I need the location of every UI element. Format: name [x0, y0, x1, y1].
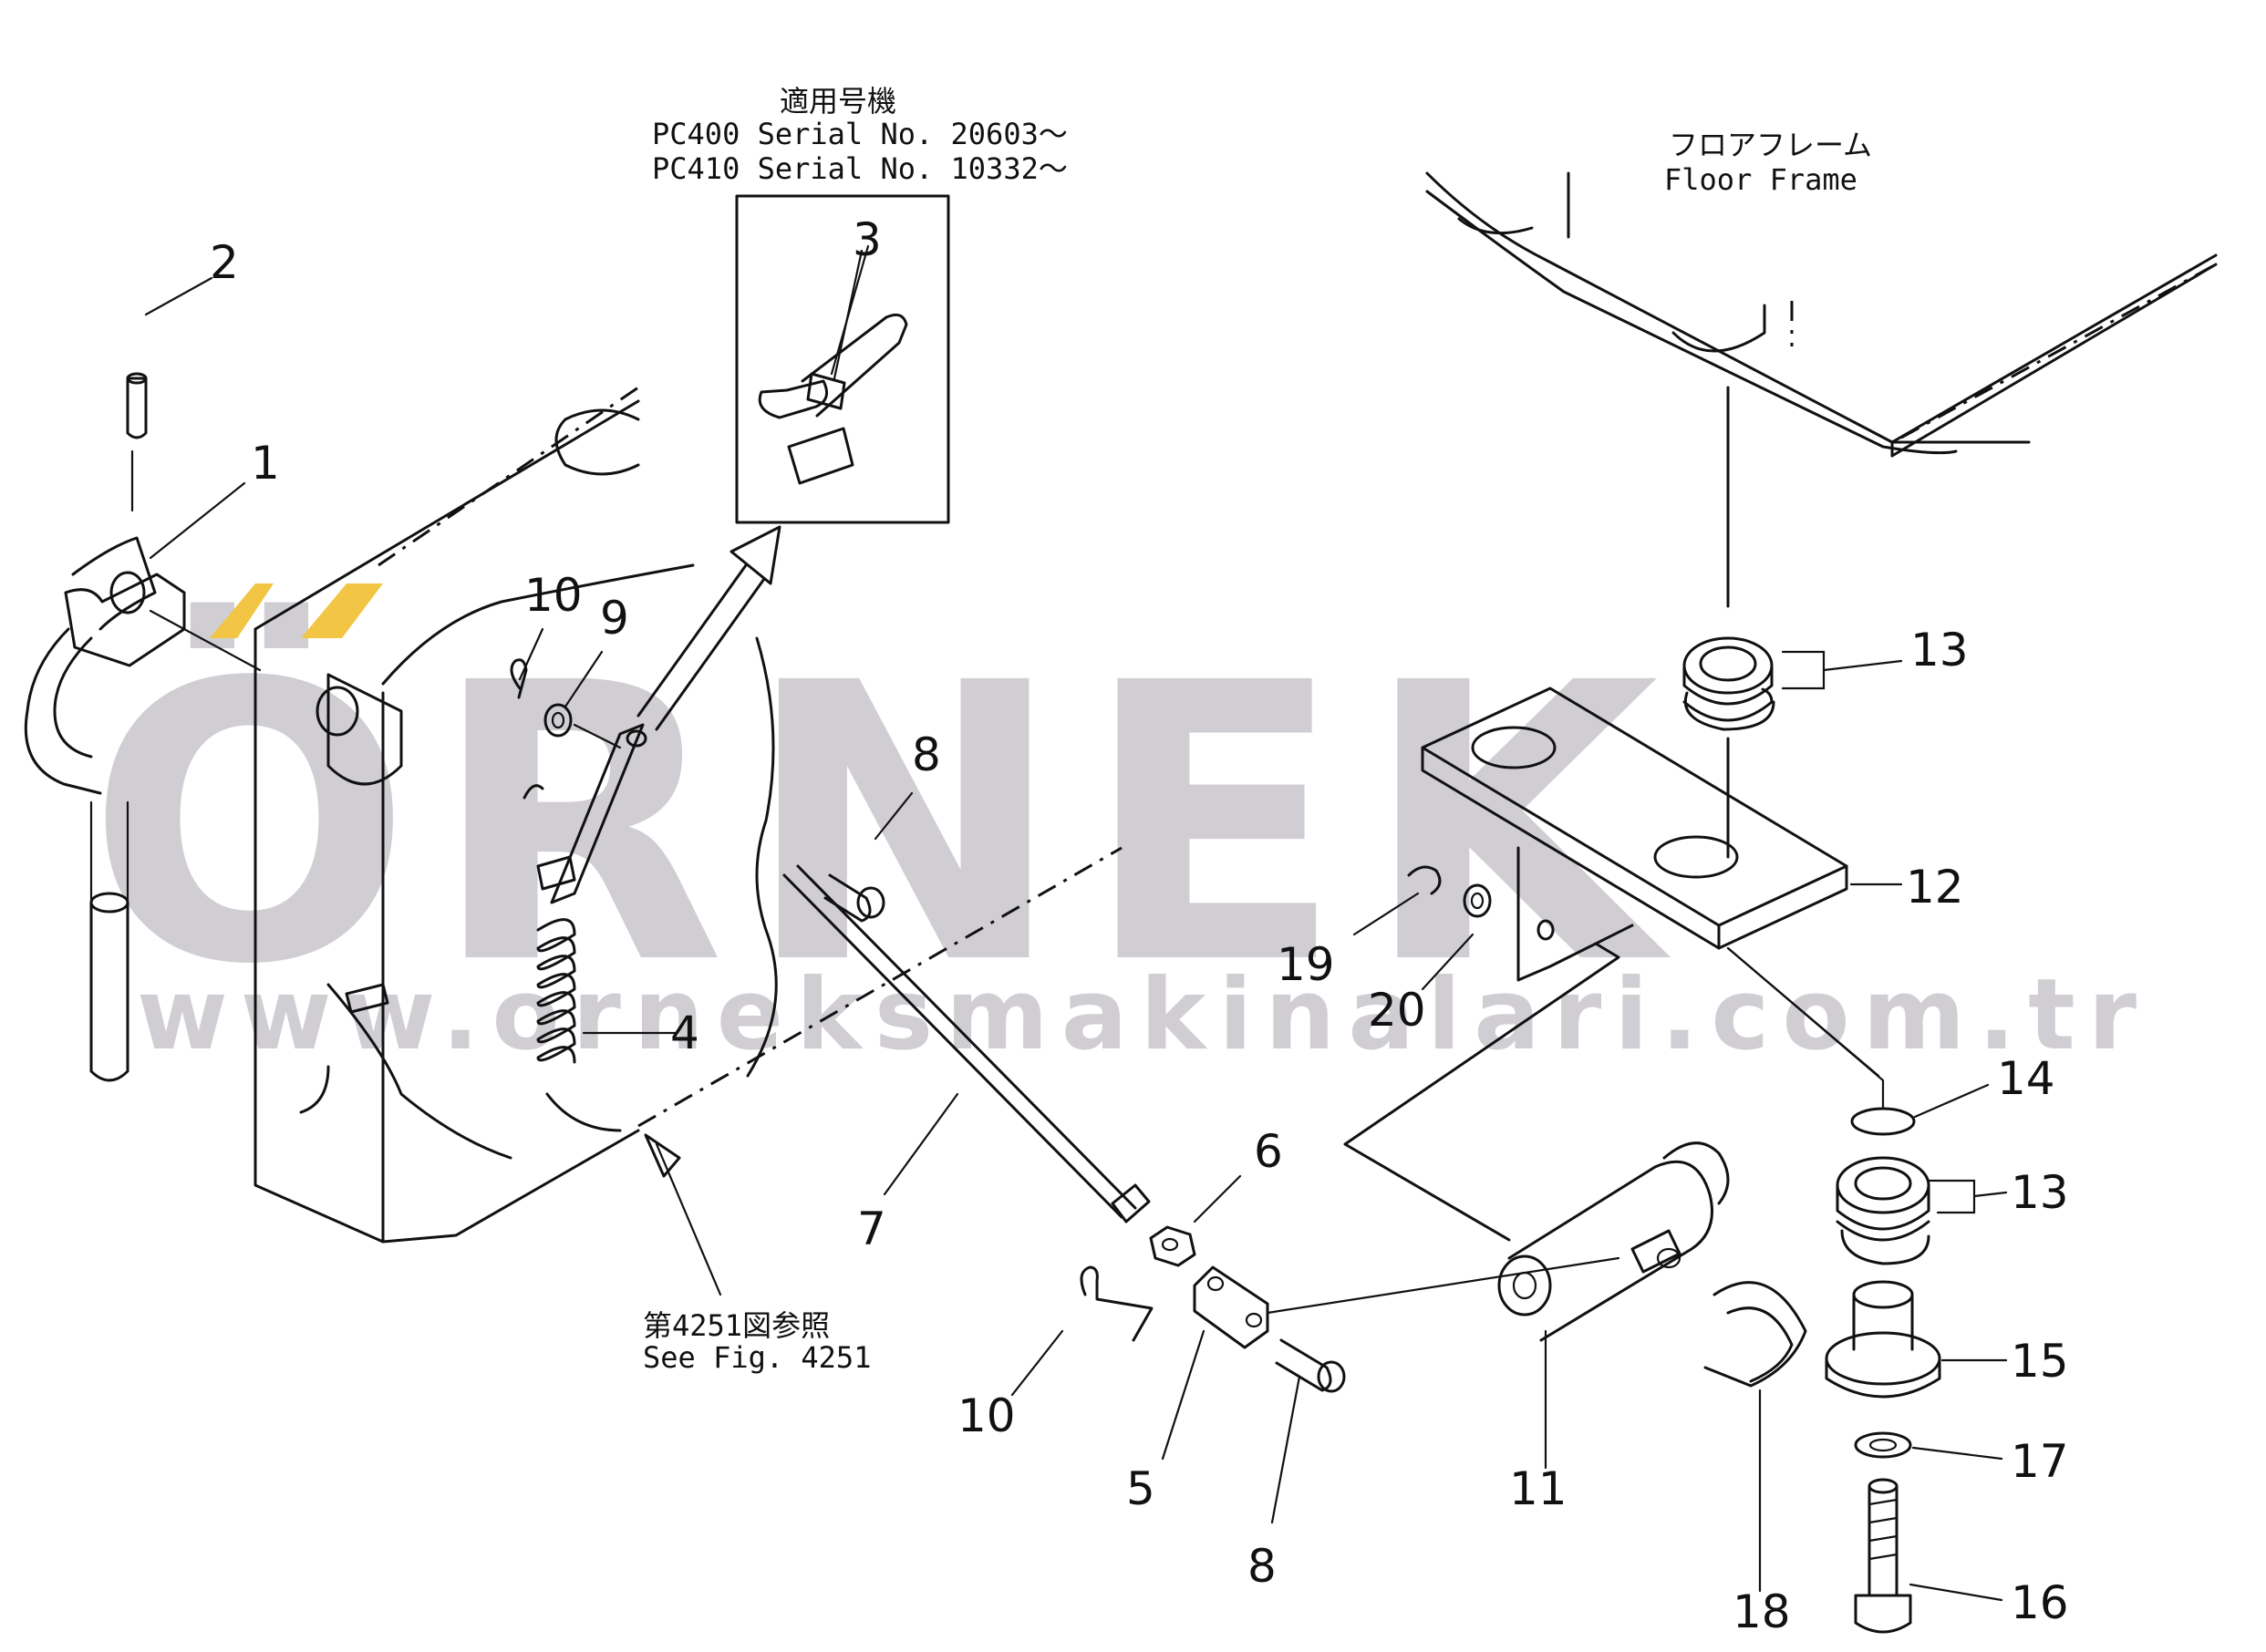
- part-label-14: 14: [1997, 1052, 2055, 1105]
- part-label-6: 6: [1254, 1125, 1283, 1178]
- leader-3: [833, 249, 864, 380]
- part-label-10-upper: 10: [524, 569, 583, 622]
- part-1-bracket: [24, 536, 262, 1082]
- part-label-18: 18: [1733, 1585, 1791, 1638]
- watermark-accent-icon: [210, 583, 383, 638]
- applicable-models-line1: PC400 Serial No. 20603～: [652, 117, 1068, 151]
- part-15-collar: [1825, 1280, 2008, 1399]
- see-fig-label-en: See Fig. 4251: [643, 1340, 871, 1375]
- watermark: ÖRNEK www.orneksmakinalari.com.tr: [87, 583, 2149, 1072]
- part-label-19: 19: [1277, 938, 1335, 991]
- part-8-bolt-upper: [823, 791, 914, 923]
- part-17-washer: [1854, 1431, 2003, 1461]
- part-6-nut: [1149, 1174, 1242, 1267]
- part-9-washer: [543, 703, 573, 738]
- part-label-13-lower: 13: [2011, 1166, 2069, 1219]
- part-label-8-lower: 8: [1247, 1540, 1277, 1593]
- part-labels: 2 1 3 10 9 8 4 7 6 10 5 8 11 18 19 20 13…: [210, 213, 2069, 1638]
- floor-frame-label-jp: フロアフレーム: [1669, 128, 1872, 162]
- see-fig-arrow: [644, 1133, 722, 1296]
- inset-box: [735, 194, 950, 524]
- watermark-brand: ÖRNEK: [87, 598, 1677, 1048]
- see-fig-label-jp: 第4251図参照: [643, 1308, 830, 1343]
- applicable-models-title: 適用号機: [780, 84, 896, 119]
- part-13-bushing-lower: [1836, 1156, 2008, 1265]
- plate-connector-line: [1726, 946, 1885, 1110]
- part-label-16: 16: [2011, 1576, 2069, 1629]
- part-4-spring: [536, 918, 677, 1064]
- floor-frame: [1425, 171, 2218, 458]
- part-14-oring: [1850, 1083, 1990, 1136]
- part-label-5: 5: [1126, 1462, 1155, 1515]
- leader-9: [564, 650, 604, 708]
- part-label-13-upper: 13: [1910, 624, 1969, 676]
- part-label-1: 1: [251, 437, 280, 490]
- watermark-url: www.orneksmakinalari.com.tr: [137, 958, 2149, 1072]
- part-label-11: 11: [1509, 1462, 1568, 1515]
- part-11-cylinder: [1266, 1141, 1730, 1470]
- part-label-15: 15: [2011, 1335, 2069, 1388]
- part-2-pin: [126, 276, 213, 512]
- part-label-7: 7: [857, 1203, 886, 1255]
- part-label-10-lower: 10: [957, 1389, 1016, 1442]
- part-18-ubolt: [1703, 1281, 1807, 1593]
- floor-frame-label-en: Floor Frame: [1664, 162, 1857, 197]
- part-3-lever: [523, 723, 647, 904]
- part-label-17: 17: [2011, 1435, 2069, 1488]
- part-label-4: 4: [670, 1007, 699, 1059]
- inset-arrow: [636, 525, 781, 731]
- part-10-clip-lower: [1010, 1265, 1154, 1397]
- part-label-12: 12: [1906, 861, 1964, 914]
- leader-1: [149, 481, 246, 560]
- part-label-2: 2: [210, 236, 239, 289]
- main-body-block: [254, 386, 1123, 1244]
- part-8-bolt-lower: [1270, 1338, 1346, 1524]
- part-20-washer: [1421, 883, 1492, 991]
- part-13-bushing-upper: [1682, 386, 1903, 859]
- part-7-rod: [782, 864, 1151, 1224]
- part-16-bolt: [1854, 1478, 2003, 1634]
- inset-lever-part: [758, 244, 908, 485]
- applicable-models-line2: PC410 Serial No. 10332～: [652, 151, 1068, 186]
- part-5-yoke: [1161, 1265, 1269, 1461]
- leader-10-upper: [518, 627, 544, 681]
- part-label-20: 20: [1368, 984, 1426, 1037]
- part-label-3: 3: [853, 213, 882, 266]
- part-19-pin: [1352, 865, 1442, 936]
- part-label-8-upper: 8: [912, 728, 941, 781]
- part-label-9: 9: [600, 592, 629, 645]
